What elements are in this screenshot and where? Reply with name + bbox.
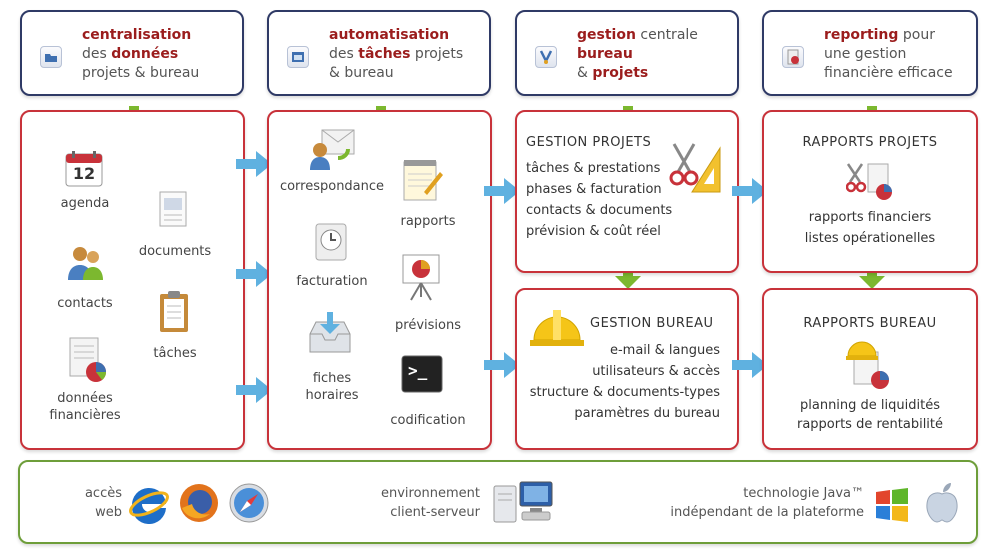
header-reporting: reporting pour une gestion financière ef… xyxy=(762,10,978,96)
terminal-icon: >_ xyxy=(400,354,444,400)
contacts-label: contacts xyxy=(57,296,113,311)
inbox-icon xyxy=(306,310,354,360)
rapports-bureau-list: planning de liquidités rapports de renta… xyxy=(796,398,944,432)
data-box xyxy=(20,110,245,450)
document-icon xyxy=(158,190,188,232)
server-icon xyxy=(490,478,556,530)
contacts-icon xyxy=(66,244,106,286)
gestion-bureau-list: e-mail & langues utilisateurs & accès st… xyxy=(529,343,720,421)
acces-web-label: accès web xyxy=(84,486,122,520)
mail-icon xyxy=(308,128,356,176)
header-automatisation: automatisation des tâches projets & bure… xyxy=(267,10,491,96)
correspondance-label: correspondance xyxy=(279,179,385,194)
rapports-bureau-title: RAPPORTS BUREAU xyxy=(803,316,937,331)
clock-icon xyxy=(314,222,348,266)
calendar-icon: 12 xyxy=(64,150,104,192)
agenda-label: agenda xyxy=(60,196,110,211)
firefox-icon xyxy=(178,482,220,528)
hardhat-report-icon xyxy=(844,336,894,396)
notepad-icon xyxy=(402,158,444,208)
taches-label: tâches xyxy=(153,346,197,361)
rapports-projets-title: RAPPORTS PROJETS xyxy=(802,135,938,150)
gestion-projets-title: GESTION PROJETS xyxy=(526,135,652,150)
window-icon xyxy=(287,46,309,68)
ie-icon xyxy=(128,482,170,528)
clipboard-icon xyxy=(158,290,190,338)
header-centralisation: centralisation des données projets & bur… xyxy=(20,10,244,96)
report-icon xyxy=(782,46,804,68)
rapports-label: rapports xyxy=(400,214,456,229)
windows-icon xyxy=(872,486,912,526)
scissors-icon xyxy=(668,142,700,190)
apple-icon xyxy=(922,480,962,528)
facturation-label: facturation xyxy=(296,274,368,289)
presentation-icon xyxy=(400,252,442,306)
fiches-horaires-label: fiches horaires xyxy=(305,371,359,403)
gestion-bureau-title: GESTION BUREAU xyxy=(590,316,714,331)
java-label: technologie Java™ indépendant de la plat… xyxy=(670,486,864,520)
documents-label: documents xyxy=(138,244,212,259)
financial-doc-icon xyxy=(66,336,108,390)
gestion-projets-list: tâches & prestations phases & facturatio… xyxy=(526,161,673,239)
pen-icon xyxy=(535,46,557,68)
hardhat-icon xyxy=(528,300,586,358)
header-gestion: gestion centrale bureau & projets xyxy=(515,10,739,96)
safari-icon xyxy=(228,482,270,528)
scissors-report-icon xyxy=(845,160,894,206)
donnees-financieres-label: données financières xyxy=(49,391,121,423)
folder-icon xyxy=(40,46,62,68)
gestion-bureau-box xyxy=(515,288,739,450)
client-serveur-label: environnement client-serveur xyxy=(380,486,480,520)
rapports-projets-list: rapports financiers listes opérationelle… xyxy=(804,210,936,246)
codification-label: codification xyxy=(390,413,466,428)
previsions-label: prévisions xyxy=(395,318,461,333)
ruler-icon xyxy=(690,146,722,198)
automation-box xyxy=(267,110,492,450)
